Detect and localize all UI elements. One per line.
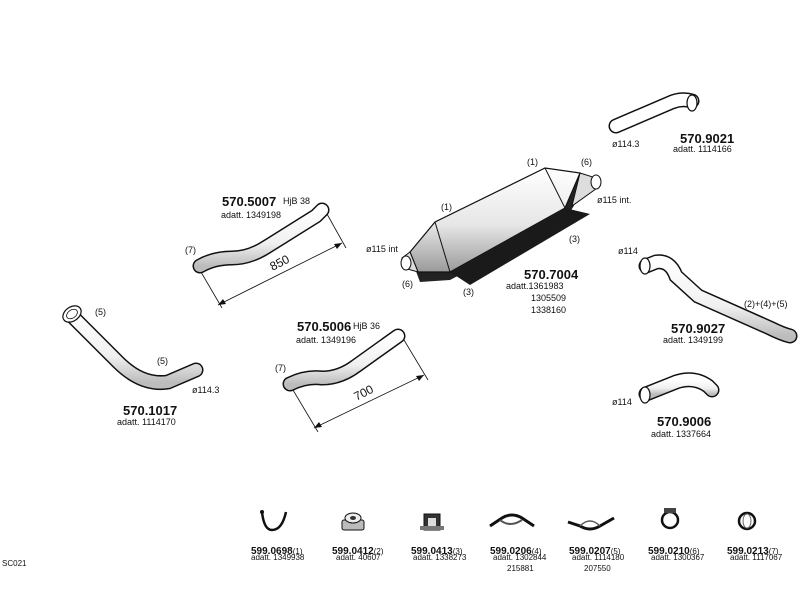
ref-9021: adatt. 1114166 xyxy=(673,144,732,154)
small-part-pos: (6) xyxy=(689,547,700,556)
note-5007: HjB 38 xyxy=(283,196,311,206)
ref-5007: adatt. 1349198 xyxy=(221,210,282,220)
dia-7004-left: ø115 int xyxy=(366,244,398,254)
small-part-pos: (4) xyxy=(531,547,542,556)
ref-1017: adatt. 1114170 xyxy=(117,417,176,427)
ref-7004-1: adatt.1361983 xyxy=(506,281,564,291)
small-part-number: 599.0698 xyxy=(251,546,293,557)
part-number-9027: 570.9027 xyxy=(671,321,726,336)
hook-hanger-icon xyxy=(260,510,288,532)
pipe-570-9027 xyxy=(638,254,798,344)
bracket-clamp-icon xyxy=(489,513,535,528)
callout-7004-1a: (1) xyxy=(527,157,538,167)
band-clamp-icon xyxy=(660,508,680,530)
small-part-number: 599.0213 xyxy=(727,546,769,557)
rubber-block-icon xyxy=(420,513,444,531)
dia-9027: ø114 xyxy=(618,246,638,256)
pipe-570-5007 xyxy=(192,202,347,309)
callout-9027: (2)+(4)+(5) xyxy=(744,299,788,309)
pipe-570-9021 xyxy=(608,92,700,134)
small-part-ref-2: 207550 xyxy=(584,564,611,573)
small-part-number: 599.0210 xyxy=(648,546,690,557)
pipe-570-1017 xyxy=(62,305,204,391)
small-part-pos: (1) xyxy=(292,547,303,556)
callout-1017-5a: (5) xyxy=(95,307,106,317)
small-part-ref: adatt. 1349938 xyxy=(251,553,305,562)
saddle-clamp-icon xyxy=(567,516,615,531)
ref-9027: adatt. 1349199 xyxy=(663,335,724,345)
callout-1017-5b: (5) xyxy=(157,356,168,366)
rubber-mount-icon xyxy=(341,512,365,531)
dia-9006: ø114 xyxy=(612,397,632,407)
ring-clamp-icon xyxy=(737,511,757,531)
small-part-pos: (3) xyxy=(452,547,463,556)
dia-1017: ø114.3 xyxy=(192,385,220,395)
callout-7004-1b: (1) xyxy=(441,202,452,212)
small-part-ref: adatt. 40607 xyxy=(336,553,381,562)
ref-7004-2: 1305509 xyxy=(531,293,567,303)
small-part-pos: (2) xyxy=(373,547,384,556)
small-part-ref: adatt. 1114180 xyxy=(572,553,625,562)
callout-7004-3a: (3) xyxy=(569,234,580,244)
small-part-pos: (5) xyxy=(610,547,621,556)
ref-9006: adatt. 1337664 xyxy=(651,429,712,439)
ref-5006: adatt. 1349196 xyxy=(296,335,357,345)
pipe-570-5006 xyxy=(282,328,429,433)
pipe-570-9006 xyxy=(638,372,720,404)
dia-7004-right: ø115 int. xyxy=(597,195,632,205)
small-part-number: 599.0206 xyxy=(490,546,532,557)
small-part-ref: adatt. 1300367 xyxy=(651,553,705,562)
silencer-570-7004 xyxy=(400,167,602,285)
small-part-number: 599.0412 xyxy=(332,546,374,557)
small-part-ref: adatt. 1338273 xyxy=(413,553,467,562)
callout-5007: (7) xyxy=(185,245,196,255)
sheet-code: SC021 xyxy=(2,559,27,568)
part-number-5006: 570.5006 xyxy=(297,319,352,334)
small-part-ref: adatt. 1117067 xyxy=(730,553,783,562)
part-number-1017: 570.1017 xyxy=(123,403,178,418)
small-part-ref-2: 215881 xyxy=(507,564,534,573)
dia-9021: ø114.3 xyxy=(612,139,640,149)
part-number-9021: 570.9021 xyxy=(680,131,735,146)
callout-5006: (7) xyxy=(275,363,286,373)
small-part-number: 599.0207 xyxy=(569,546,611,557)
callout-7004-3b: (3) xyxy=(463,287,474,297)
part-number-7004: 570.7004 xyxy=(524,267,579,282)
small-part-number: 599.0413 xyxy=(411,546,453,557)
part-number-9006: 570.9006 xyxy=(657,414,712,429)
callout-7004-6b: (6) xyxy=(402,279,413,289)
note-5006: HjB 36 xyxy=(353,321,381,331)
part-number-5007: 570.5007 xyxy=(222,194,277,209)
ref-7004-3: 1338160 xyxy=(531,305,567,315)
callout-7004-6a: (6) xyxy=(581,157,592,167)
small-part-pos: (7) xyxy=(768,547,779,556)
small-part-ref: adatt. 1302844 xyxy=(493,553,547,562)
